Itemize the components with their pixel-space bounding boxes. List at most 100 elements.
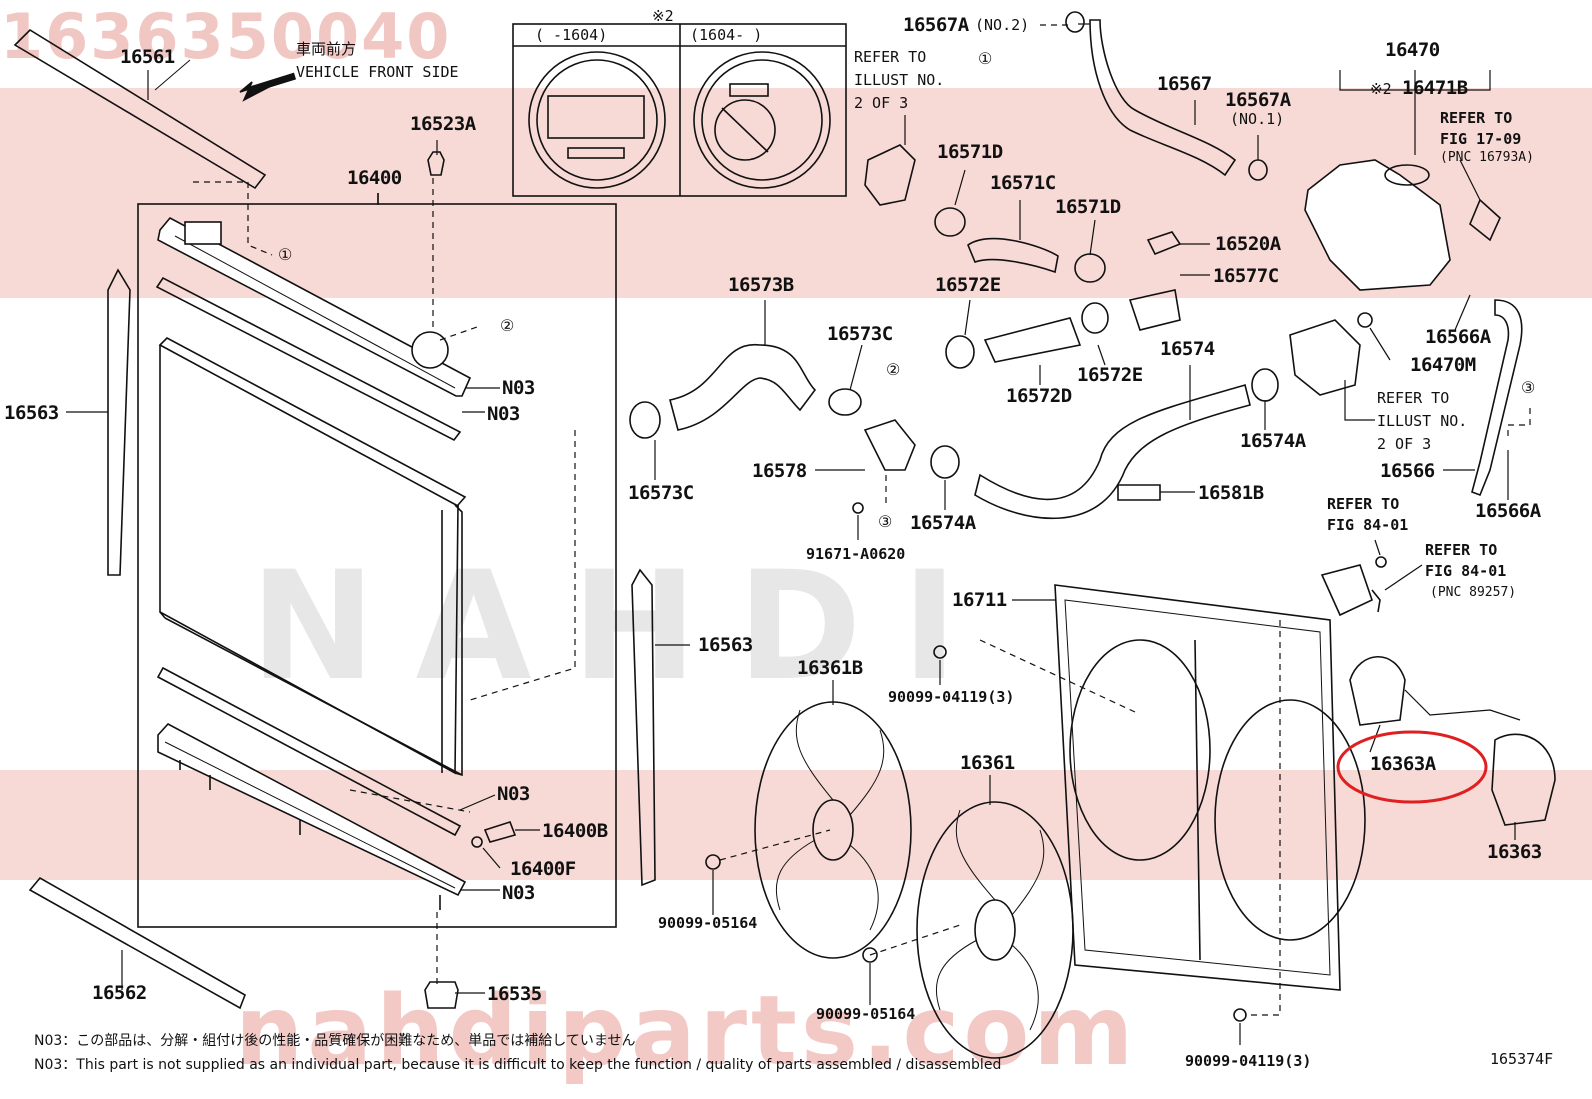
clamp-16573C-a [629, 401, 661, 439]
fan-16361 [916, 801, 1074, 1059]
label-16577C: 16577C [1213, 265, 1279, 287]
label-16566: 16566 [1380, 460, 1435, 482]
side-seal-right [631, 568, 656, 887]
mount-16523A [427, 151, 445, 176]
circled-ref-1: ① [278, 245, 293, 264]
label-16572D: 16572D [1006, 385, 1072, 407]
refer-illust-top-1: REFER TO [854, 48, 927, 66]
front-label-jp: 車両前方 [296, 40, 357, 58]
label-90099-04119-a: 90099-04119(3) [888, 688, 1015, 706]
refer-fig84a-1: REFER TO [1327, 495, 1400, 513]
resistor-fig84 [1320, 564, 1373, 617]
footnote-en: N03：This part is not supplied as an indi… [34, 1057, 1002, 1073]
radiator-lower-tank [157, 723, 467, 897]
label-16400: 16400 [347, 167, 402, 189]
fan-motor-16363 [1491, 733, 1556, 826]
support-rail-16561 [13, 28, 267, 190]
front-arrow-shaft [248, 72, 297, 94]
clamp-16573C-b [828, 388, 862, 416]
label-16573B: 16573B [728, 274, 794, 296]
hose-16572D [983, 317, 1082, 363]
cap-16470M [1357, 312, 1373, 328]
inset-mark: ※2 [652, 7, 674, 25]
hose-16567 [1089, 19, 1237, 177]
label-16361B: 16361B [797, 657, 863, 679]
fan-16361B [754, 701, 912, 959]
label-16574A-a: 16574A [1240, 430, 1306, 452]
water-outlet-right [1289, 319, 1361, 396]
bolt-90099-04119-a [933, 645, 947, 659]
reservoir-tank-16470 [1304, 159, 1451, 291]
hose-16566 [1471, 299, 1523, 497]
label-16400B: 16400B [542, 820, 608, 842]
watermark-part-number: 1636350040 [0, 0, 452, 73]
label-16567A-no1: 16567A [1225, 89, 1291, 111]
bolt-fig84 [1375, 556, 1387, 568]
label-16535: 16535 [487, 983, 542, 1005]
label-n03-2: N03 [487, 403, 520, 425]
circled-ref-1b: ① [978, 49, 993, 68]
hose-16573B [669, 344, 817, 431]
bolt-91671 [852, 502, 864, 514]
inset-left-header: ( -1604) [535, 26, 608, 44]
highlight-circle-16363A [1336, 730, 1488, 804]
water-outlet-top [864, 144, 916, 206]
label-n03-1: N03 [502, 377, 535, 399]
label-16571D-b: 16571D [1055, 196, 1121, 218]
mount-16535 [424, 981, 459, 1009]
front-label-en: VEHICLE FRONT SIDE [296, 63, 459, 81]
bracket-fig17 [1469, 198, 1501, 242]
watermark-website: nahdiparts.com [235, 975, 1138, 1087]
figure-id: 165374F [1490, 1050, 1554, 1068]
refer-illust-top-3: 2 OF 3 [854, 94, 909, 112]
label-no1: (NO.1) [1230, 110, 1285, 128]
label-16571C: 16571C [990, 172, 1056, 194]
label-16471B: 16471B [1402, 77, 1468, 99]
clamp-16574A-a [1251, 368, 1279, 402]
circled-ref-2: ② [500, 316, 515, 335]
circled-ref-3: ③ [878, 512, 893, 531]
label-n03-3: N03 [497, 783, 530, 805]
pipe-16577C [1128, 289, 1181, 331]
refer-illust-top-2: ILLUST NO. [854, 71, 945, 89]
hose-16571C [967, 237, 1059, 274]
support-rail-16562 [28, 876, 246, 1010]
clamp-16572E-a [945, 335, 975, 369]
gasket-upper [155, 276, 462, 442]
label-16363: 16363 [1487, 841, 1542, 863]
refer-fig84b-2: FIG 84-01 [1425, 562, 1507, 580]
label-16523A: 16523A [410, 113, 476, 135]
label-16561: 16561 [120, 46, 175, 68]
nut-90099-05164-a [705, 854, 721, 870]
label-16563-right: 16563 [698, 634, 753, 656]
label-16572E-a: 16572E [935, 274, 1001, 296]
clamp-16572E-b [1081, 302, 1109, 334]
radiator-box [137, 203, 617, 928]
gasket-lower [156, 666, 462, 837]
label-90099-04119-b: 90099-04119(3) [1185, 1052, 1312, 1070]
refer-illust-right-2: ILLUST NO. [1377, 412, 1468, 430]
hose-16574 [974, 383, 1251, 520]
label-16578: 16578 [752, 460, 807, 482]
drain-cock-16400B [483, 821, 517, 843]
clamp-16567A-no1 [1248, 159, 1268, 181]
label-91671: 91671-A0620 [806, 545, 906, 563]
refer-fig84b-3: (PNC 89257) [1430, 585, 1517, 600]
label-16400F: 16400F [510, 858, 576, 880]
clamp-16581B [1117, 484, 1161, 501]
label-16573C-b: 16573C [628, 482, 694, 504]
label-16572E-b: 16572E [1077, 364, 1143, 386]
circled-ref-3b: ③ [1521, 378, 1536, 397]
label-n03-4: N03 [502, 882, 535, 904]
radiator-upper-tank [157, 216, 472, 397]
label-no2: (NO.2) [975, 16, 1030, 34]
radiator-core [159, 345, 459, 775]
refer-fig84a-2: FIG 84-01 [1327, 516, 1409, 534]
shroud-ring-left [1069, 639, 1211, 861]
label-16566A-a: 16566A [1425, 326, 1491, 348]
water-outlet-16578 [863, 419, 916, 471]
fan-shroud-16711 [1054, 584, 1341, 991]
label-mark2: ※2 [1370, 80, 1392, 98]
clamp-16574A-b [930, 445, 960, 479]
